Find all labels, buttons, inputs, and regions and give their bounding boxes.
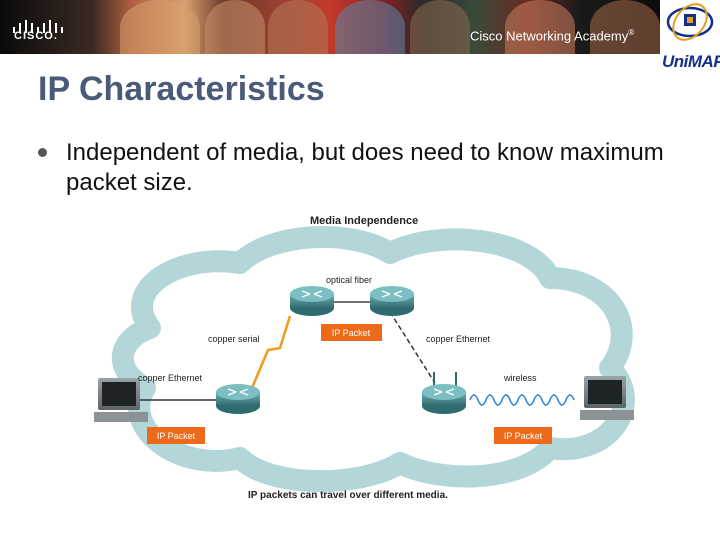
ip-packet-badge: IP Packet [494,427,552,444]
pc-icon [94,378,148,422]
academy-name: Cisco Networking Academy® [470,28,634,43]
label-wireless: wireless [503,373,537,383]
banner-photo-4 [335,0,405,54]
copper-serial-link [250,315,292,389]
ip-packet-label: IP Packet [157,431,196,441]
banner-photo-5 [410,0,470,54]
unimap-logo [666,3,714,41]
router-icon [290,286,334,316]
banner-photo-7 [590,0,660,54]
registered-mark: ® [628,28,635,37]
academy-name-text: Cisco Networking Academy [470,28,629,44]
banner-photo-1 [120,0,200,54]
wireless-router-icon [422,372,466,414]
copper-ethernet-link-right [389,311,436,384]
header-banner: CISCO. Cisco Networking Academy® [0,0,660,54]
ip-packet-badge: IP Packet [321,324,382,341]
slide-title: IP Characteristics [38,70,325,108]
router-icon [216,384,260,414]
ip-packet-badge: IP Packet [147,427,205,444]
cisco-wordmark: CISCO. [14,30,58,42]
bullet-text: Independent of media, but does need to k… [66,139,664,196]
label-copper-serial: copper serial [208,334,260,344]
ip-packet-label: IP Packet [332,328,371,338]
label-copper-ethernet-right: copper Ethernet [426,334,491,344]
diagram-caption: IP packets can travel over different med… [248,490,448,501]
router-icon [370,286,414,316]
unimap-wordmark: UniMAP [662,52,720,71]
banner-photo-2 [205,0,265,54]
cisco-bridge-logo [13,20,63,33]
diagram-title: Media Independence [310,215,418,227]
wireless-wave [469,394,575,406]
network-cloud [111,225,635,493]
media-independence-diagram: Media Independence [94,215,635,501]
banner-photo-6 [505,0,575,54]
bullet-dot-icon [38,148,47,157]
banner-photo-3 [268,0,328,54]
pc-icon [580,376,634,420]
ip-packet-label: IP Packet [504,431,543,441]
label-copper-ethernet-left: copper Ethernet [138,373,203,383]
label-optical-fiber: optical fiber [326,275,372,285]
